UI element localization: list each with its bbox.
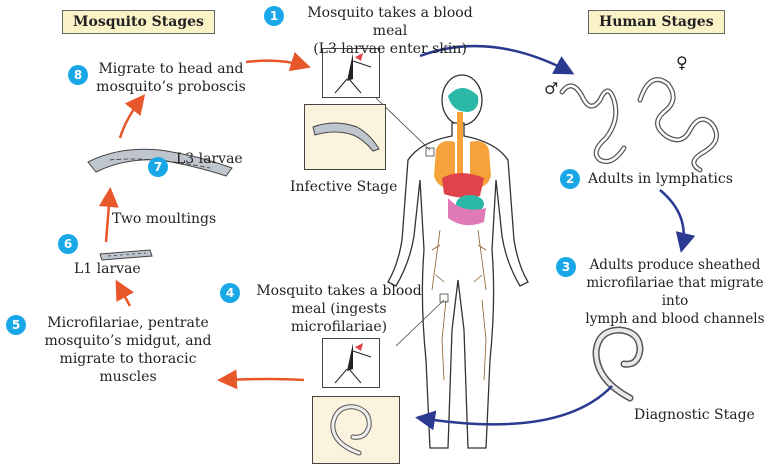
step-8-badge: 8: [68, 65, 88, 85]
step-7-label: L3 larvae: [176, 151, 243, 167]
step-3-line2: microfilariae that migrate into: [586, 275, 764, 309]
ingested-microfilaria-panel: [312, 396, 400, 464]
human-cycle-arrows: [415, 44, 696, 431]
mosquito-feeding-icon: [334, 343, 372, 384]
step-8-line2: mosquito’s proboscis: [96, 79, 246, 95]
step-8-label: Migrate to head and mosquito’s proboscis: [96, 60, 246, 96]
step-5-badge: 5: [6, 315, 26, 335]
step-5-line3: migrate to thoracic muscles: [59, 351, 197, 385]
step-4-badge: 4: [220, 283, 240, 303]
lymphatics: [431, 229, 487, 381]
step-2-label: Adults in lymphatics: [588, 171, 733, 187]
step-7-badge: 7: [148, 157, 168, 177]
step-3-label: Adults produce sheathed microfilariae th…: [582, 256, 768, 328]
mosquito-panel-bottom: [322, 338, 380, 388]
infective-larva-icon: [312, 122, 380, 152]
mosquito-icon: [334, 53, 372, 94]
step-4-line2: meal (ingests microfilariae): [290, 301, 388, 335]
moultings-label: Two moultings: [112, 211, 217, 227]
step-2-badge: 2: [560, 169, 580, 189]
microfilaria-diagnostic: [592, 326, 644, 402]
step-5-line1: Microfilariae, pentrate: [47, 315, 209, 331]
l1-larva: [99, 249, 153, 261]
microfilaria-icon: [330, 404, 372, 456]
step-5-label: Microfilariae, pentrate mosquito’s midgu…: [30, 314, 226, 386]
step-3-line1: Adults produce sheathed: [589, 257, 761, 273]
step-4-label: Mosquito takes a blood meal (ingests mic…: [246, 282, 432, 336]
infective-stage-panel: [304, 104, 386, 170]
step-3-line3: lymph and blood channels: [585, 311, 765, 327]
female-symbol: ♀: [676, 53, 688, 72]
step-6-label: L1 larvae: [74, 261, 141, 277]
step-1-badge: 1: [264, 6, 284, 26]
organs: [434, 88, 491, 226]
infective-stage-label: Infective Stage: [290, 179, 398, 195]
step-1-label: Mosquito takes a blood meal (L3 larvae e…: [290, 4, 490, 58]
step-1-line1: Mosquito takes a blood meal: [307, 5, 473, 39]
step-8-line1: Migrate to head and: [98, 61, 244, 77]
step-6-badge: 6: [58, 234, 78, 254]
step-5-line2: mosquito’s midgut, and: [44, 333, 212, 349]
step-1-line2: (L3 larvae enter skin): [313, 41, 467, 57]
mosquito-stages-header: Mosquito Stages: [62, 10, 215, 34]
step-3-badge: 3: [556, 257, 576, 277]
male-symbol: ♂: [544, 79, 559, 98]
mosquito-cycle-arrows: [98, 52, 311, 390]
mosquito-panel-top: [322, 48, 380, 98]
step-4-line1: Mosquito takes a blood: [256, 283, 422, 299]
diagnostic-stage-label: Diagnostic Stage: [634, 407, 755, 423]
human-stages-header: Human Stages: [588, 10, 725, 34]
